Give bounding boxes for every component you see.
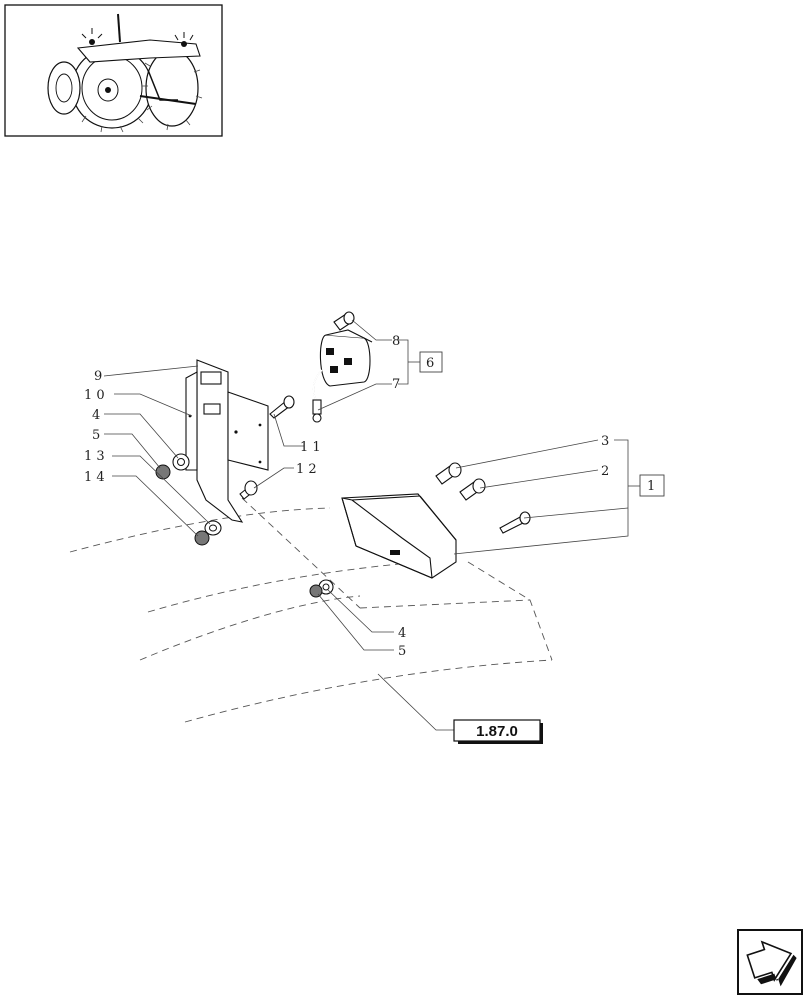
callout-4-left: 4: [92, 408, 100, 423]
callout-labels: 9 1 0 4 5 1 3 1 4 1 1 1 2 8 7 3 2 4 5: [84, 334, 609, 659]
callout-13: 1 3: [84, 449, 105, 464]
bulb-3: [435, 462, 462, 485]
callout-box-1: 1: [639, 474, 665, 497]
hardware-lower: [309, 579, 334, 598]
reference-link[interactable]: 1.87.0: [453, 719, 543, 744]
screw-11: [269, 395, 295, 419]
callout-9: 9: [94, 369, 102, 384]
callout-5-left: 5: [92, 428, 100, 443]
callout-12: 1 2: [296, 462, 317, 477]
tractor-thumbnail-icon[interactable]: [4, 4, 223, 137]
fender-outline: [69, 497, 553, 723]
lamp-6: [312, 329, 373, 423]
callout-box-6: 6: [419, 351, 443, 373]
screw-1: [499, 511, 531, 534]
screw-12: [239, 480, 258, 500]
bulb-8: [333, 311, 355, 331]
bracket-part: [185, 359, 269, 523]
callout-5-lower: 5: [398, 644, 406, 659]
bulb-2: [459, 478, 486, 501]
next-page-arrow-icon[interactable]: [737, 929, 803, 995]
callout-14: 1 4: [84, 470, 105, 485]
svg-text:1: 1: [647, 479, 655, 494]
callout-3: 3: [601, 434, 609, 449]
callout-2: 2: [601, 464, 609, 479]
lamp-housing-1: [341, 493, 457, 579]
leader-lines: [103, 319, 640, 731]
svg-text:6: 6: [426, 356, 434, 371]
reference-label: 1.87.0: [476, 723, 518, 740]
callout-8: 8: [392, 334, 400, 349]
callout-10: 1 0: [84, 388, 105, 403]
callout-4-lower: 4: [398, 626, 406, 641]
callout-7: 7: [392, 377, 400, 392]
callout-11: 1 1: [300, 440, 321, 455]
